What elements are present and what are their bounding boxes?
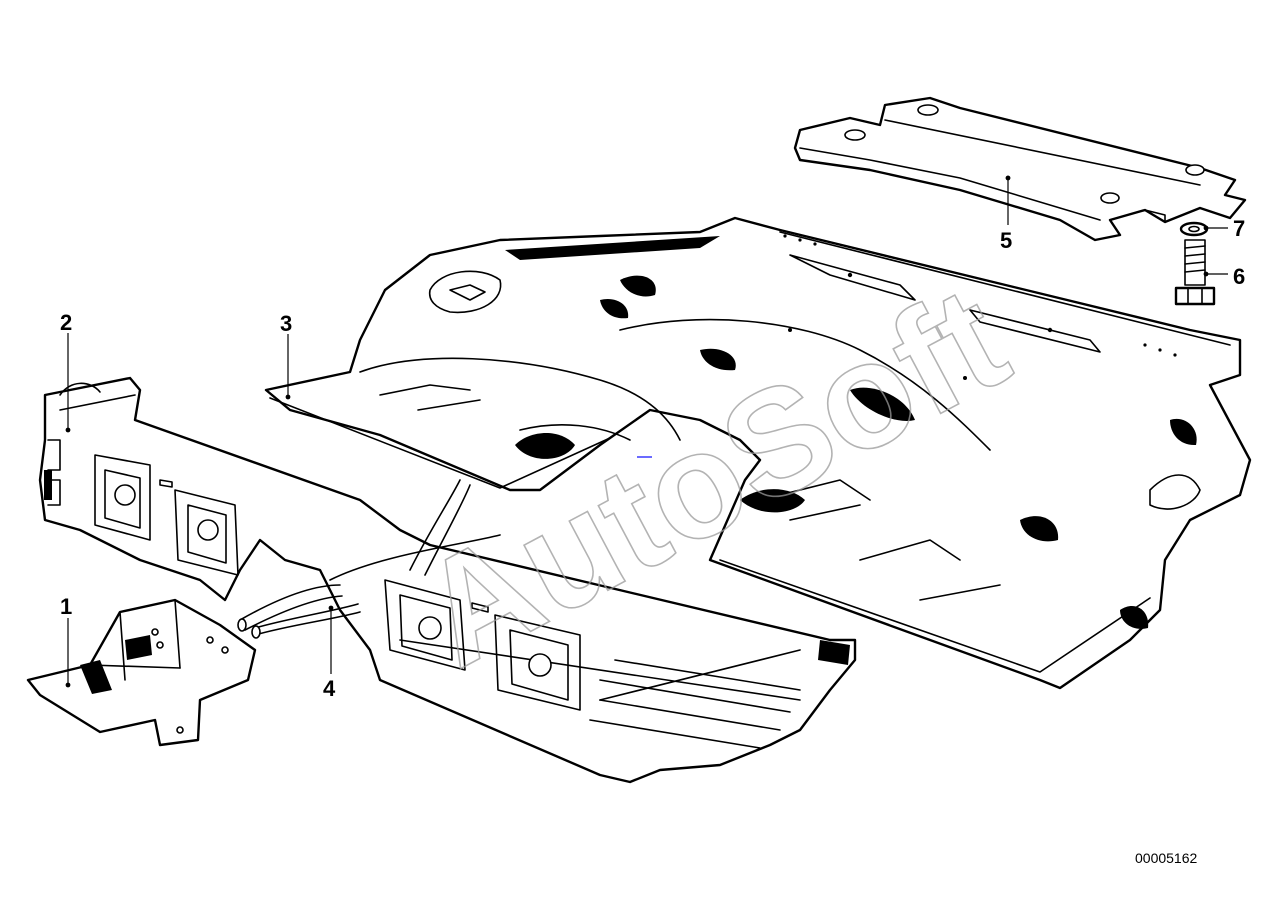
callout-3: 3 (280, 311, 292, 336)
part-pipe-bracket (237, 479, 501, 639)
callout-6: 6 (1233, 264, 1245, 289)
part-rear-bracket (793, 96, 1247, 242)
leader-lines (65, 175, 1228, 688)
part-bracket (26, 598, 257, 747)
part-floor-pan (264, 216, 1252, 690)
callout-5: 5 (1000, 228, 1012, 253)
reference-number: 00005162 (1135, 850, 1198, 866)
part-washer (1179, 221, 1209, 237)
callout-4: 4 (323, 676, 336, 701)
part-bolt (1174, 239, 1216, 306)
callout-2: 2 (60, 310, 72, 335)
part-crossmember (38, 376, 857, 784)
callout-1: 1 (60, 594, 72, 619)
callout-7: 7 (1233, 216, 1245, 241)
